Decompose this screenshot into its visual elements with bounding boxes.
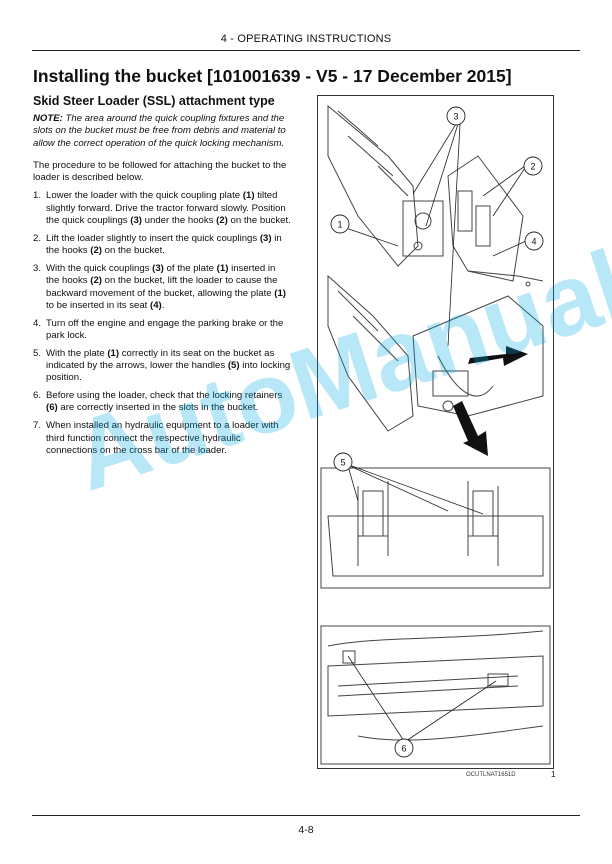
- figure-number: 1: [551, 770, 556, 779]
- step-number: 5.: [33, 347, 42, 359]
- step-item: 1. Lower the loader with the quick coupli…: [33, 190, 291, 227]
- callout-2-circle: [523, 156, 543, 176]
- note-paragraph: NOTE: The area around the quick coupling…: [33, 113, 291, 150]
- step-item: 6. Before using the loader, check that th…: [33, 390, 291, 415]
- running-header: 4 - OPERATING INSTRUCTIONS: [220, 33, 392, 45]
- step-text: With the quick couplings (3) of the plat…: [46, 262, 286, 311]
- callout-6-label: 6: [401, 744, 406, 754]
- step-number: 6.: [33, 390, 42, 402]
- callout-3-circle: [446, 106, 466, 126]
- callout-2-label: 2: [530, 162, 535, 172]
- step-item: 7. When installed an hydraulic equipment …: [33, 420, 291, 457]
- figure-code: OCUTLNAT1651D: [466, 772, 516, 778]
- step-item: 5. With the plate (1) correctly in its se…: [33, 348, 291, 385]
- header-rule: [32, 50, 580, 51]
- step-number: 3.: [33, 262, 42, 274]
- note-label: NOTE:: [33, 113, 63, 124]
- note-text: The area around the quick coupling fixtu…: [33, 113, 286, 149]
- step-text: Lift the loader slightly to insert the q…: [46, 232, 282, 257]
- page-title: Installing the bucket [101001639 - V5 - …: [33, 66, 512, 86]
- footer-rule: [32, 815, 580, 816]
- callout-4-circle: [524, 231, 544, 251]
- callout-5-circle: [333, 452, 353, 472]
- step-text: Lower the loader with the quick coupling…: [46, 190, 291, 227]
- installation-figure: 3 2 1 4 5 6: [317, 95, 554, 769]
- page-number: 4-8: [298, 824, 314, 836]
- figure-illustration: 3 2 1 4 5 6: [320, 104, 551, 765]
- step-number: 2.: [33, 232, 42, 244]
- step-number: 4.: [33, 317, 42, 329]
- step-item: 2. Lift the loader slightly to insert the…: [33, 233, 291, 258]
- step-text: Before using the loader, check that the …: [46, 390, 283, 414]
- callout-6-circle: [394, 738, 414, 758]
- step-item: 3. With the quick couplings (3) of the pl…: [33, 263, 291, 312]
- callout-5-label: 5: [340, 458, 345, 468]
- section-subtitle: Skid Steer Loader (SSL) attachment type: [33, 94, 275, 108]
- step-text: When installed an hydraulic equipment to…: [46, 420, 279, 456]
- intro-paragraph: The procedure to be followed for attachi…: [33, 159, 287, 184]
- steps-list: 1. Lower the loader with the quick coupli…: [33, 190, 291, 457]
- step-item: 4. Turn off the engine and engage the par…: [33, 318, 291, 343]
- instruction-text: NOTE: The area around the quick coupling…: [33, 113, 291, 463]
- callout-1-circle: [330, 214, 350, 234]
- callout-1-label: 1: [337, 220, 342, 230]
- step-text: Turn off the engine and engage the parki…: [46, 317, 284, 341]
- callout-3-label: 3: [453, 112, 458, 122]
- step-number: 1.: [33, 190, 42, 202]
- callout-4-label: 4: [531, 237, 536, 247]
- step-number: 7.: [33, 420, 42, 432]
- step-text: With the plate (1) correctly in its seat…: [46, 347, 291, 384]
